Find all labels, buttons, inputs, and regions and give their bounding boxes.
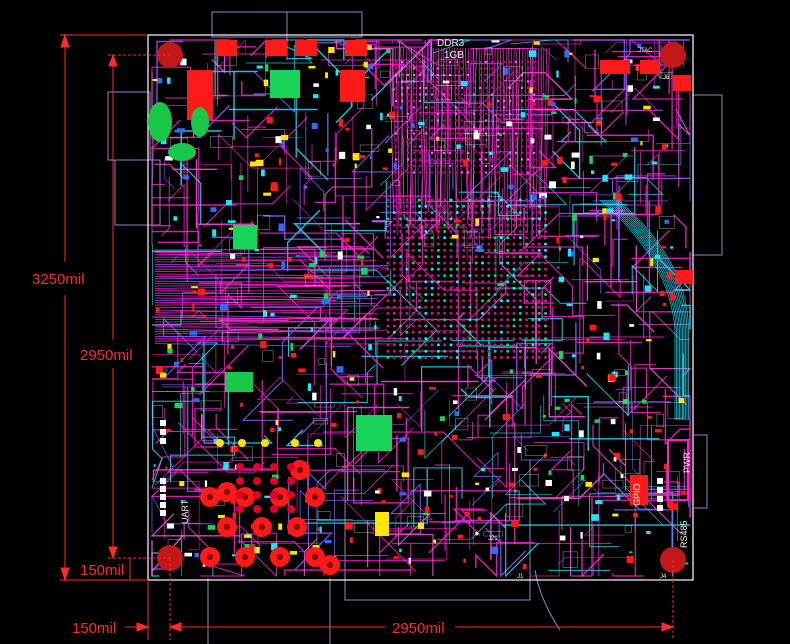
uart-label: UART <box>180 499 190 524</box>
ddr3-size-label: 1GB <box>444 50 464 61</box>
inner-height-dimension: 2950mil <box>80 347 133 364</box>
j6-label: J6 <box>663 75 670 81</box>
rs485-label: RS485 <box>679 520 689 548</box>
connector-pads <box>160 420 663 575</box>
pwr-label: PWR <box>682 452 692 473</box>
gpio-label: GPIO <box>632 483 642 506</box>
ddr-bga-fanout <box>386 60 547 359</box>
j4-label: J4 <box>660 574 667 580</box>
outer-height-dimension: 3250mil <box>32 271 85 288</box>
dimension-lines <box>60 33 675 640</box>
jtac-label: JTAC <box>638 48 653 54</box>
ddr3-label: DDR3 <box>437 38 465 49</box>
corner-offset-x-dimension: 150mil <box>72 620 116 637</box>
inner-width-dimension: 2950mil <box>392 620 445 637</box>
component-pads <box>151 40 689 570</box>
corner-offset-y-dimension: 150mil <box>80 562 124 579</box>
board-outline <box>147 34 694 581</box>
j1-label: J1 <box>517 574 524 580</box>
large-components <box>148 40 693 536</box>
enclosure-outline <box>107 11 723 644</box>
j21-label: J21 <box>488 536 498 542</box>
